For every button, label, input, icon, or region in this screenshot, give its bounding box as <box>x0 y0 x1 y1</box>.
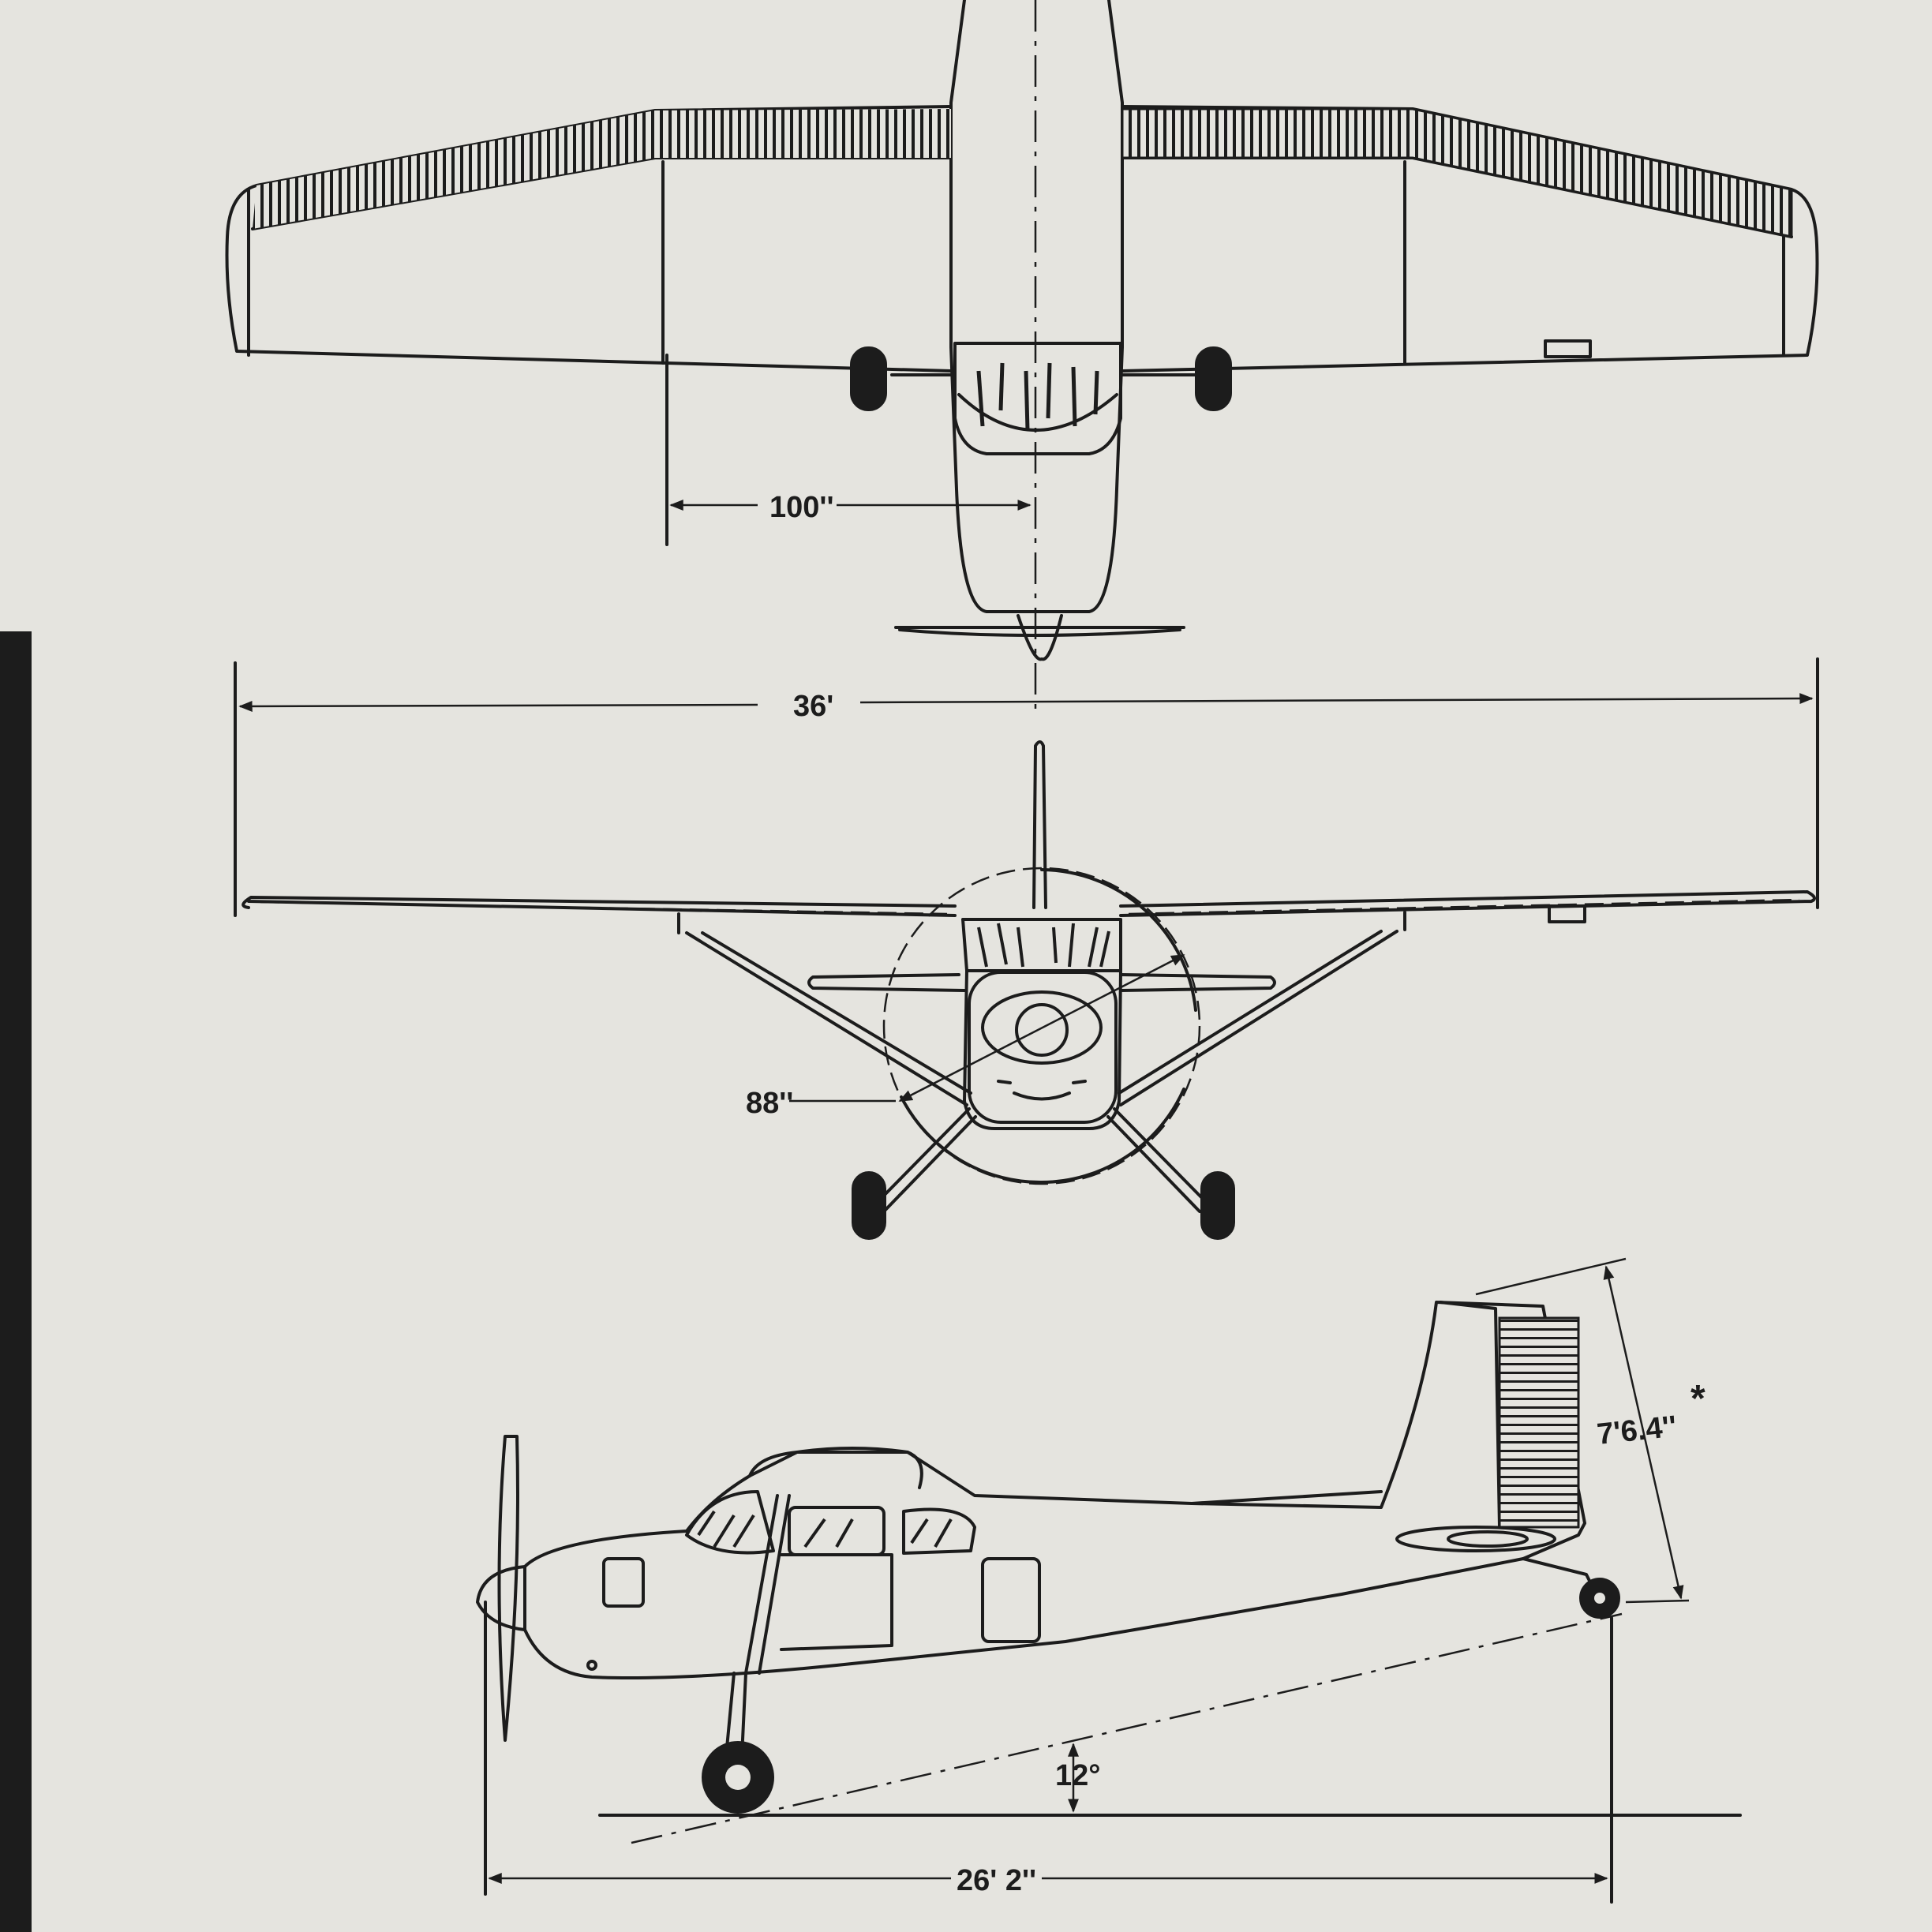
right-wing <box>1121 105 1819 373</box>
dim-length: 26' 2'' <box>957 1864 1036 1897</box>
front-view: 36' <box>234 657 1819 1240</box>
attitude-line <box>631 1612 1623 1844</box>
dim-height: 7'6.4'' <box>1596 1410 1679 1451</box>
left-flap-hatch <box>251 109 953 230</box>
windshield-shading <box>976 362 1099 431</box>
fin-front <box>1032 740 1047 909</box>
top-view: 100'' <box>225 0 1819 718</box>
fuselage-top <box>949 0 1124 613</box>
fuselage-side <box>523 1301 1586 1679</box>
side-view: 12° 7'6.4'' * 26' 2'' <box>476 1257 1742 1904</box>
page-border <box>0 631 32 1932</box>
dim-wingspan: 36' <box>793 690 833 723</box>
propeller-side <box>497 1435 519 1742</box>
dim-height-note: * <box>1690 1378 1705 1420</box>
left-wing <box>225 105 953 373</box>
wing-front-left <box>242 896 957 917</box>
wing-front-right <box>1119 890 1816 917</box>
dim-propeller: 88'' <box>746 1087 793 1120</box>
dim-wing-position: 100'' <box>769 491 833 524</box>
dim-ground-angle: 12° <box>1055 1759 1100 1792</box>
